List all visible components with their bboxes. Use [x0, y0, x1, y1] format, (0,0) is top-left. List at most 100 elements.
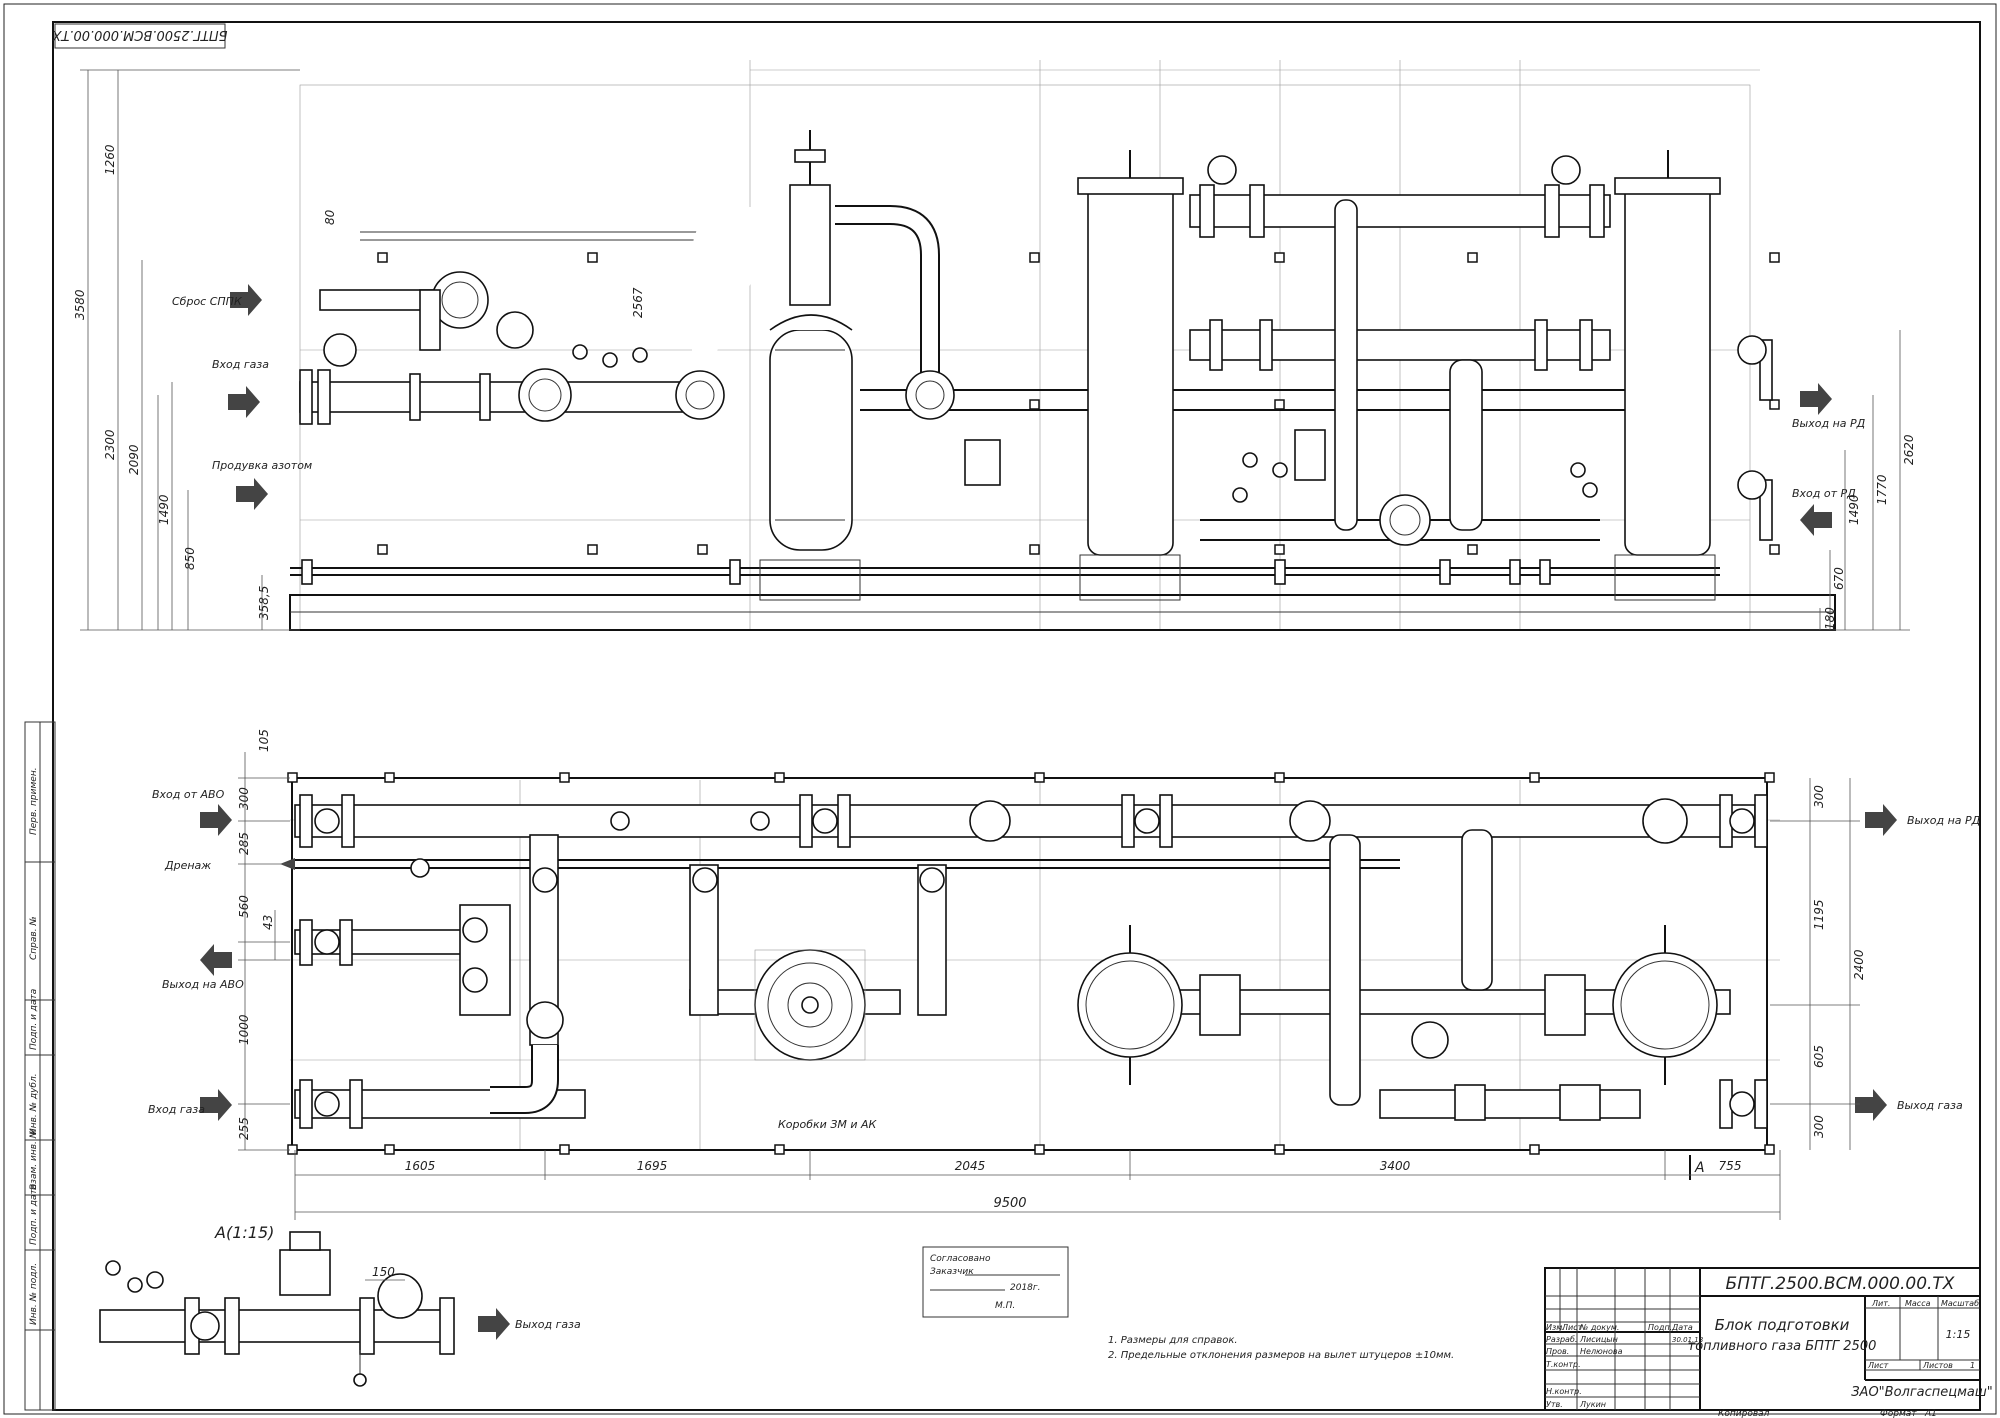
dim-1695: 1695 [637, 1159, 668, 1173]
stamp-sheets-value: 1 [1970, 1361, 1975, 1370]
label-vyhod-rd-front: Выход на РД [1792, 417, 1866, 430]
label-korobki: Коробки ЗМ и АК [778, 1118, 878, 1131]
label-vyhod-gaza-plan: Выход газа [1897, 1099, 1963, 1112]
stamp-r1-role: Разраб. [1546, 1335, 1577, 1344]
approval-box: Согласовано Заказчик 2018г. М.П. [922, 1246, 1069, 1318]
side-stamp-6: Подп. и дата [29, 1184, 39, 1245]
stamp-scale-value: 1:15 [1946, 1328, 1971, 1341]
dim-105: 105 [257, 729, 271, 752]
dim-560: 560 [237, 895, 251, 918]
note-2: 2. Предельные отклонения размеров на выл… [1108, 1350, 1454, 1361]
side-stamp: Перв. примен. Справ. № Подп. и дата Инв.… [24, 721, 56, 1411]
format-label: Формат [1880, 1409, 1917, 1418]
dim-2400: 2400 [1852, 949, 1866, 980]
dim-2300: 2300 [103, 429, 117, 460]
title-block: Изм. Лист № докум. Подп. Дата Разраб. Ли… [1544, 1267, 1993, 1411]
stamp-r1-date: 30.01.18 [1672, 1336, 1704, 1344]
stamp-h-doc: № докум. [1579, 1323, 1619, 1332]
label-vyhod-na-rd-plan: Выход на РД [1907, 814, 1981, 827]
dim-755: 755 [1719, 1159, 1742, 1173]
dim-1770: 1770 [1875, 474, 1889, 505]
stamp-r5-role: Утв. [1546, 1400, 1563, 1409]
stamp-mass-label: Масса [1905, 1299, 1931, 1308]
label-vhod-gaza-plan: Вход газа [148, 1103, 205, 1116]
stamp-r4-role: Н.контр. [1546, 1387, 1582, 1396]
detail-title: А(1:15) [214, 1223, 274, 1242]
label-drenazh: Дренаж [164, 859, 211, 872]
dim-2620: 2620 [1902, 434, 1916, 465]
separator-vessel [759, 130, 861, 601]
dim-1195: 1195 [1812, 899, 1826, 930]
dim-1490-l: 1490 [157, 494, 171, 525]
label-vhod-ot-avo: Вход от АВО [152, 788, 225, 801]
stamp-sheets-label: Листов [1922, 1361, 1953, 1370]
dim-1000: 1000 [237, 1014, 251, 1045]
code-top: БПТГ.2500.ВСМ.000.00.ТХ [51, 27, 227, 42]
approval-year: 2018г. [1010, 1283, 1041, 1293]
dim-1260: 1260 [103, 144, 117, 175]
dim-255: 255 [237, 1117, 251, 1140]
front-view: Сброс СППК Вход газа Продувка азотом Вых… [73, 60, 1916, 631]
side-stamp-5: Взам. инв. № [29, 1129, 39, 1190]
dim-43: 43 [261, 915, 275, 930]
stamp-h-date: Дата [1671, 1323, 1693, 1332]
dim-2567: 2567 [631, 287, 645, 318]
filter-2 [1614, 150, 1721, 601]
stamp-code: БПТГ.2500.ВСМ.000.00.ТХ [1726, 1274, 1955, 1294]
dim-300-r-bot: 300 [1812, 1115, 1826, 1138]
stamp-sheet-label: Лист [1867, 1361, 1889, 1370]
filter-1 [1077, 150, 1184, 601]
label-vhod-ot-rd: Вход от РД [1792, 487, 1856, 500]
side-stamp-1: Перв. примен. [29, 767, 39, 835]
dim-285: 285 [237, 832, 251, 855]
dim-1490-r: 1490 [1847, 494, 1861, 525]
label-vyhod-na-avo: Выход на АВО [162, 978, 244, 991]
stamp-title-2: топливного газа БПТГ 2500 [1688, 1339, 1877, 1354]
dim-605: 605 [1812, 1045, 1826, 1068]
stamp-r2-role: Пров. [1546, 1347, 1569, 1356]
copied-label: Копировал [1718, 1409, 1770, 1418]
stamp-title-1: Блок подготовки [1715, 1316, 1850, 1334]
inlet-valve-1 [299, 333, 491, 425]
dim-1605: 1605 [405, 1159, 436, 1173]
detail-a: А(1:15) 150 Выход газа [99, 1223, 581, 1387]
label-vhod-gaza-front: Вход газа [212, 358, 269, 371]
stamp-lit-label: Лит. [1871, 1299, 1890, 1308]
plan-view: Вход от АВО Дренаж Выход на АВО Вход газ… [148, 729, 1981, 1220]
dim-150: 150 [372, 1265, 395, 1279]
label-produvka: Продувка азотом [212, 459, 312, 472]
approval-stamp: М.П. [995, 1301, 1015, 1311]
dim-670: 670 [1832, 567, 1846, 590]
dim-358: 358,5 [257, 586, 271, 620]
detail-label: Выход газа [515, 1318, 581, 1331]
dim-2045: 2045 [955, 1159, 986, 1173]
stamp-scale-label: Масштаб [1941, 1299, 1979, 1308]
control-valve [419, 271, 572, 422]
dim-3400: 3400 [1380, 1159, 1411, 1173]
filter-1-plan [1077, 925, 1183, 1085]
stamp-h-podp: Подп. [1648, 1323, 1672, 1332]
side-stamp-4: Инв. № дубл. [29, 1073, 39, 1135]
side-stamp-3: Подп. и дата [29, 989, 39, 1050]
stamp-r5-name: Лукин [1579, 1400, 1606, 1409]
section-mark-a: А [1694, 1160, 1705, 1176]
stamp-h-izm: Изм. [1546, 1323, 1565, 1332]
stamp-r2-name: Нелюнова [1580, 1347, 1623, 1356]
approval-line1: Согласовано [930, 1254, 991, 1264]
dim-300-l: 300 [237, 787, 251, 810]
format-value: A1 [1924, 1409, 1937, 1418]
approval-line2: Заказчик [930, 1267, 974, 1277]
side-stamp-7: Инв. № подл. [29, 1263, 39, 1325]
note-1: 1. Размеры для справок. [1108, 1335, 1238, 1346]
dim-300-r-top: 300 [1812, 785, 1826, 808]
dim-180: 180 [1823, 607, 1837, 630]
dim-3580: 3580 [73, 289, 87, 320]
dim-850: 850 [183, 547, 197, 570]
separator-plan [754, 949, 866, 1061]
stamp-company: ЗАО"Волгаспецмаш" [1851, 1385, 1993, 1400]
label-sbros-sppk: Сброс СППК [172, 295, 243, 308]
side-stamp-2: Справ. № [29, 916, 39, 960]
stamp-r3-role: Т.контр. [1546, 1360, 1581, 1369]
drawing-frame [52, 21, 1981, 1411]
